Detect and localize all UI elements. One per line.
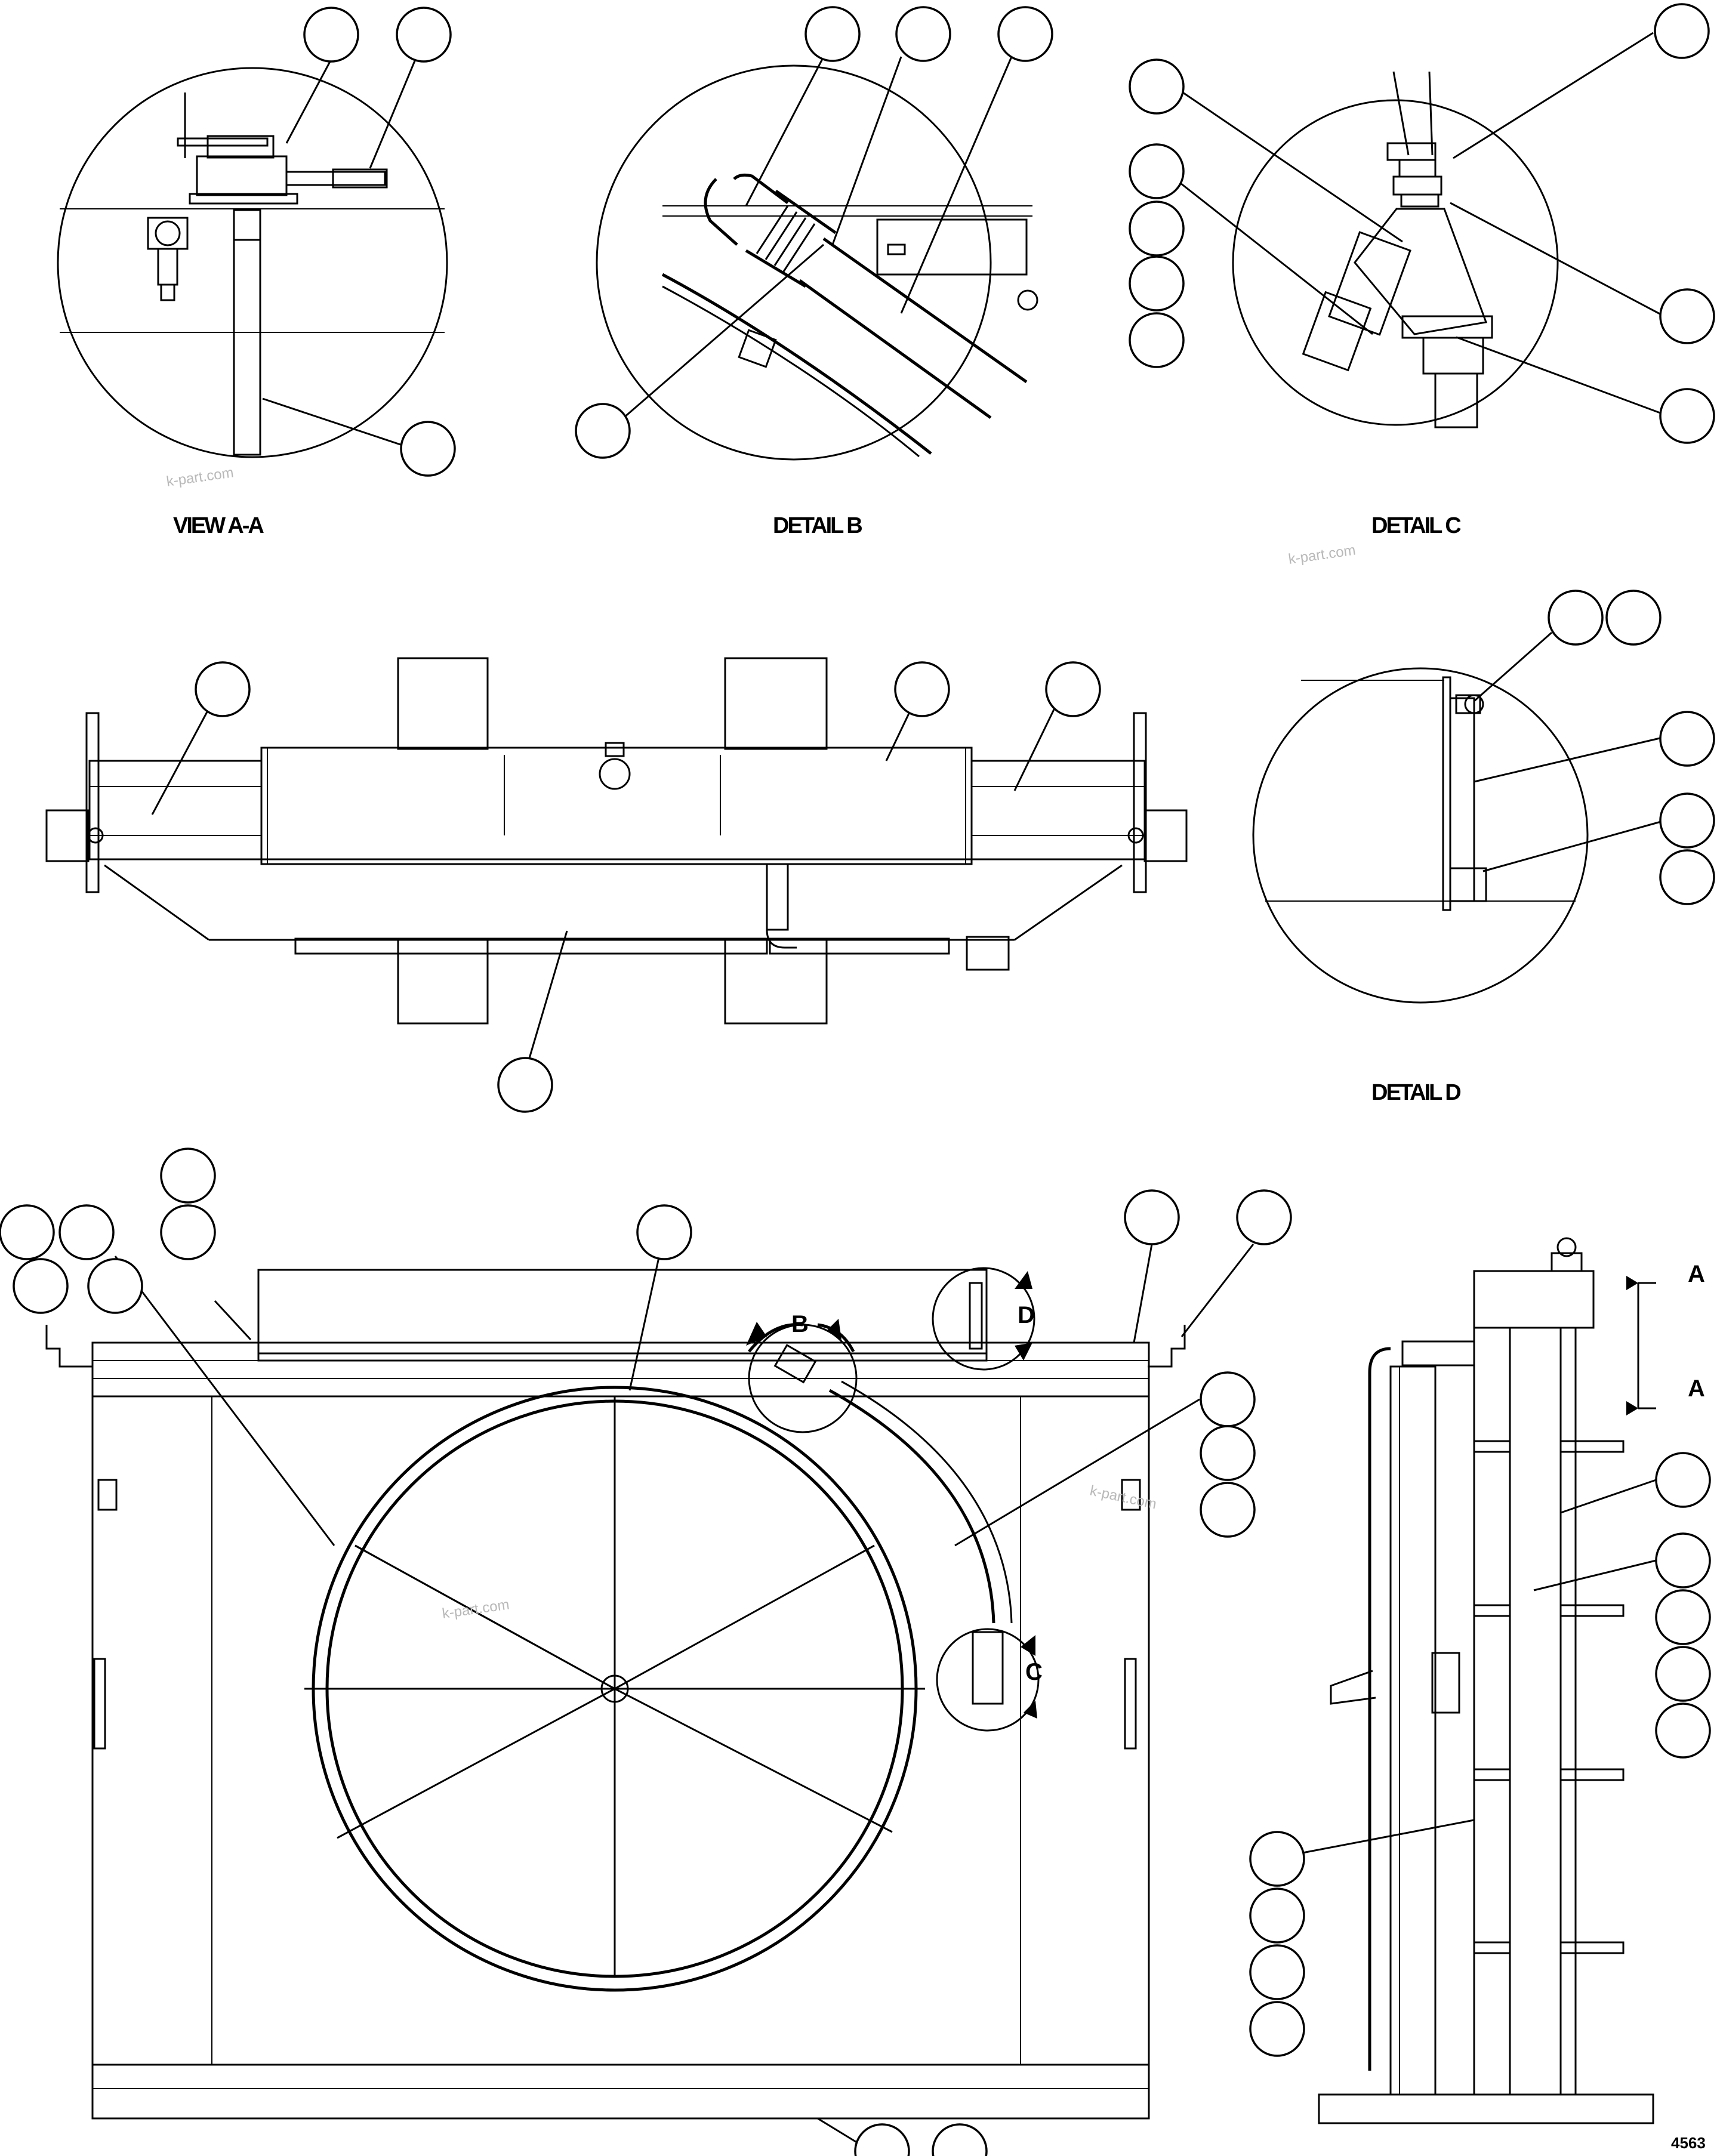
view-aa-detail: VIEW A-A <box>57 7 456 538</box>
detail-d-caption: DETAIL D <box>1371 1080 1460 1105</box>
detail-d: DETAIL D <box>1252 590 1715 1105</box>
watermark-2: k-part.com <box>1287 542 1357 567</box>
watermark-1: k-part.com <box>165 464 235 490</box>
document-number: 4563 <box>1671 2134 1706 2152</box>
side-view-assembly: A A <box>1249 1237 1711 2124</box>
view-arrow-a-bottom: A <box>1688 1375 1705 1402</box>
top-view-assembly <box>45 657 1188 1113</box>
view-arrow-c: C <box>1025 1659 1043 1685</box>
view-arrow-b: B <box>791 1311 809 1337</box>
view-arrow-d: D <box>1018 1302 1035 1328</box>
watermark-4: k-part.com <box>1089 1482 1158 1512</box>
front-view-assembly: B D C <box>0 1148 1292 2156</box>
detail-c-caption: DETAIL C <box>1371 513 1461 538</box>
detail-b-caption: DETAIL B <box>773 513 862 538</box>
detail-c: DETAIL C <box>1129 3 1715 538</box>
detail-b: DETAIL B <box>575 6 1053 538</box>
view-arrow-a-top: A <box>1688 1261 1705 1287</box>
view-aa-caption: VIEW A-A <box>173 513 264 538</box>
watermark-3: k-part.com <box>441 1596 510 1622</box>
